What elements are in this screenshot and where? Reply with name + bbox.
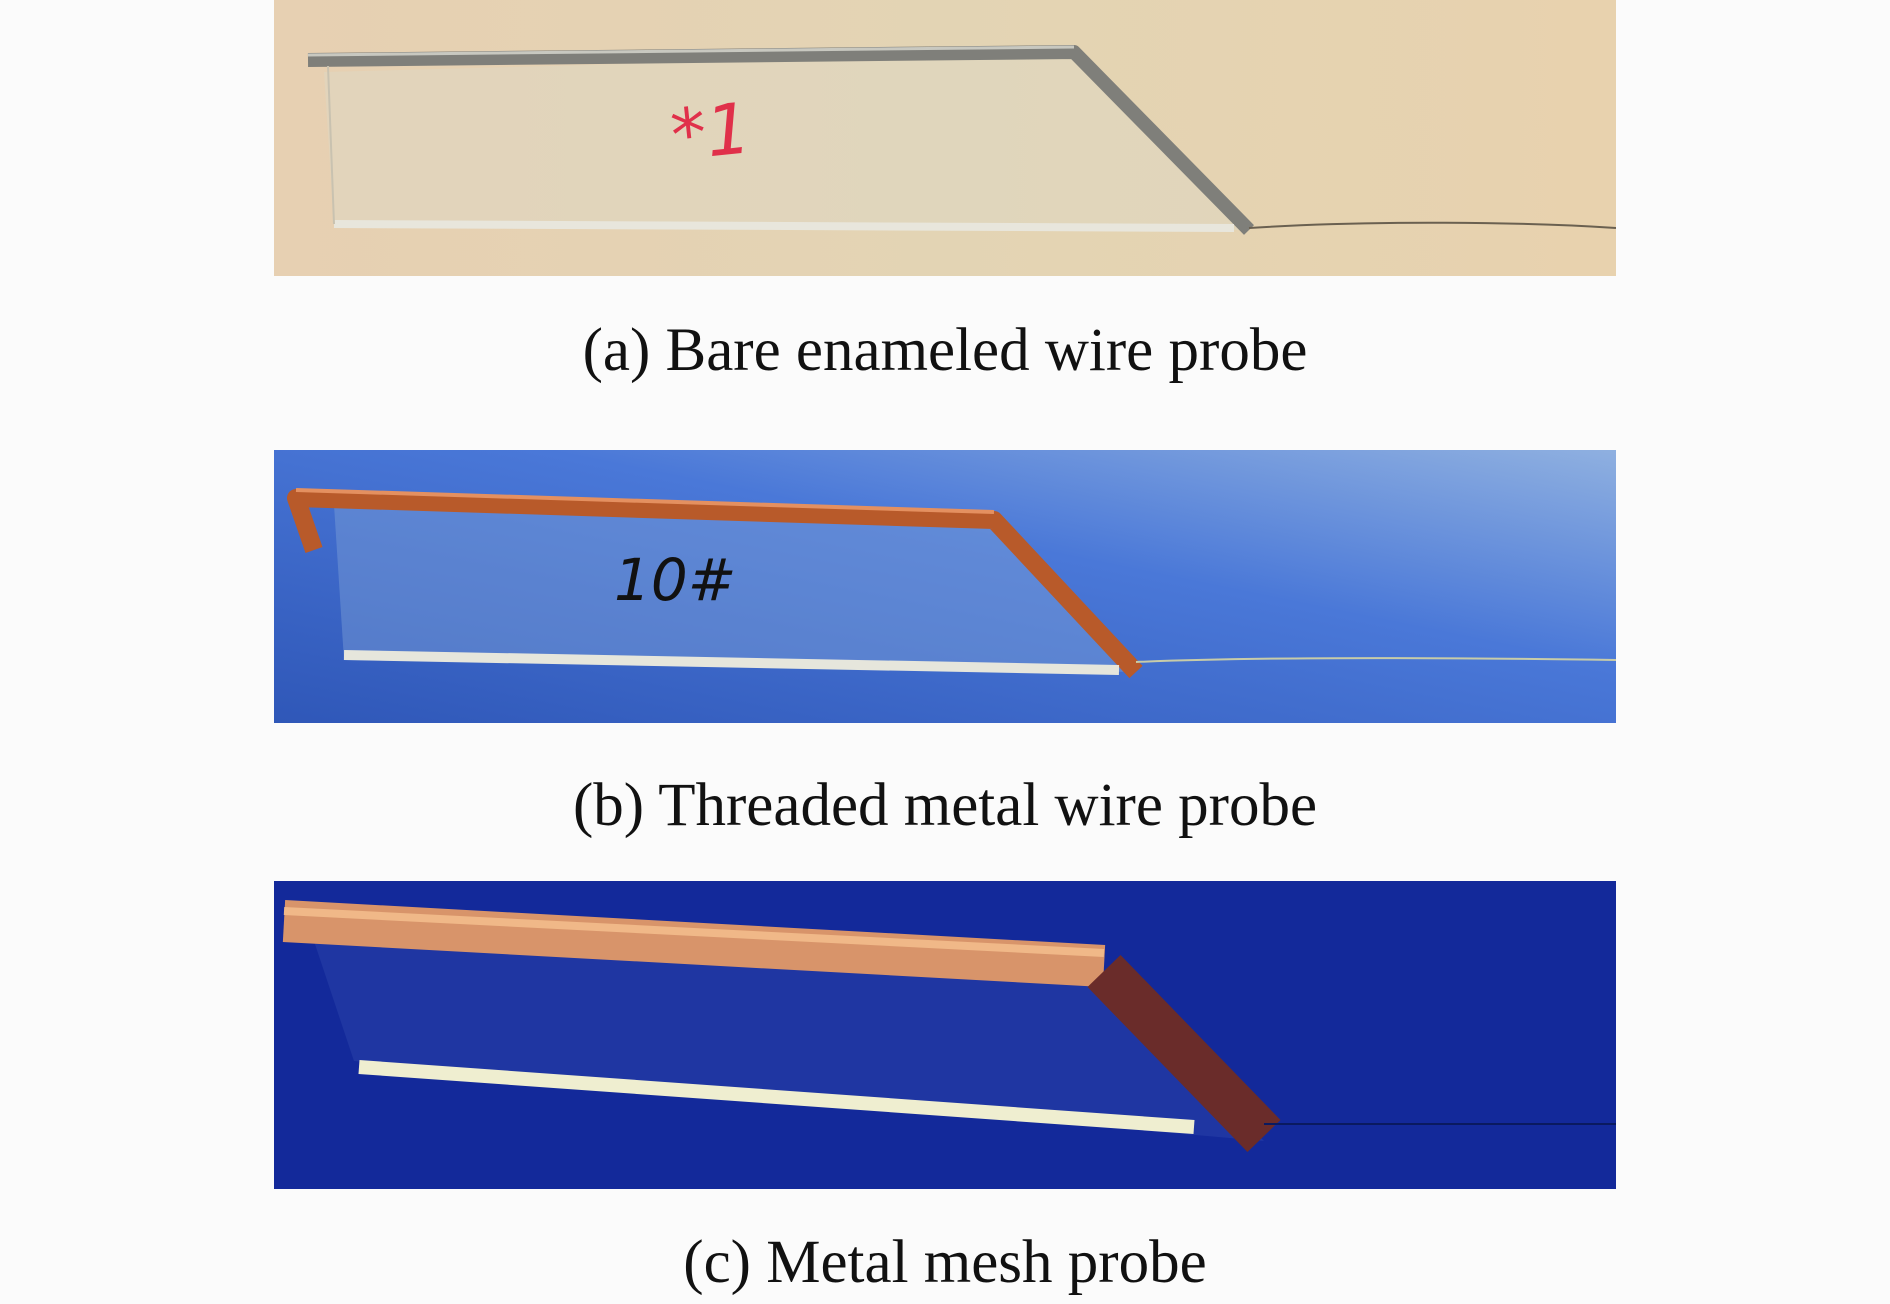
photo-bare-enameled-wire-probe: *1: [274, 0, 1616, 276]
caption-b: (b) Threaded metal wire probe: [572, 772, 1318, 839]
caption-a: (a) Bare enameled wire probe: [582, 317, 1308, 384]
caption-c: (c) Metal mesh probe: [683, 1229, 1207, 1296]
svg-text:10#: 10#: [614, 546, 736, 614]
photo-metal-mesh-probe: [274, 881, 1616, 1189]
photo-threaded-metal-wire-probe: 10#: [274, 450, 1616, 723]
svg-text:*1: *1: [667, 87, 755, 177]
